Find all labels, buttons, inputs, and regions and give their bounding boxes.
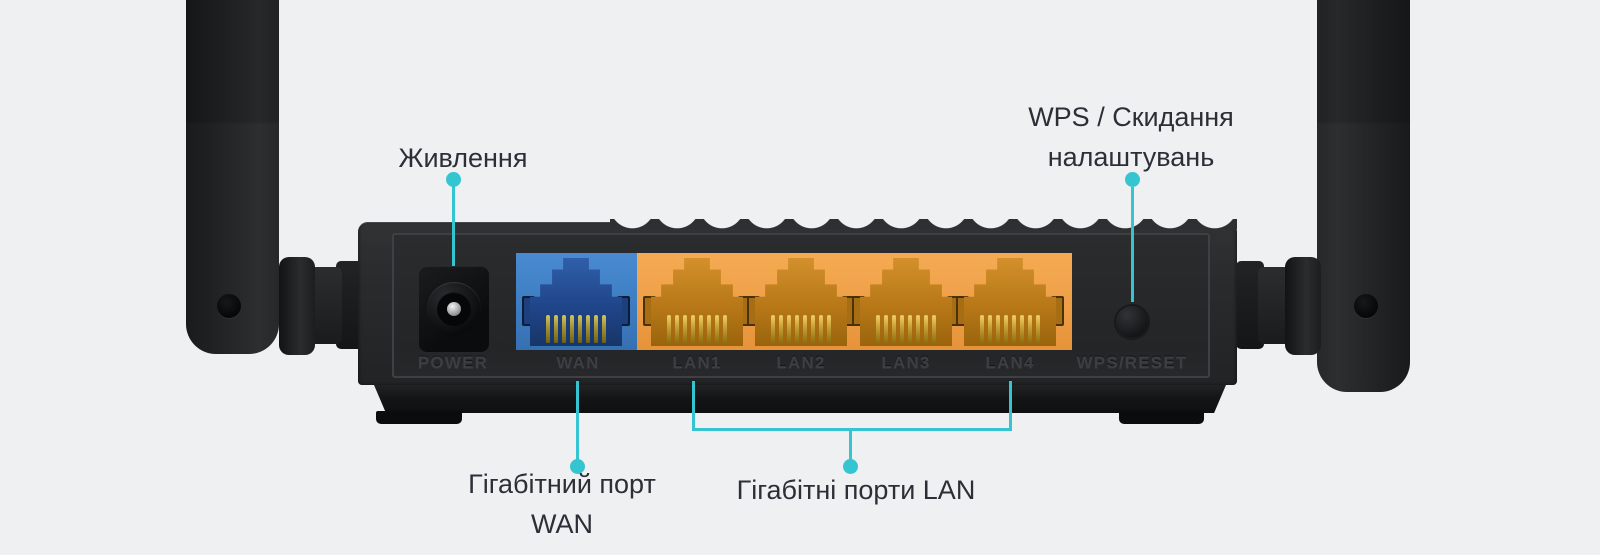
lan-callout-label: Гігабітні порти LAN xyxy=(736,475,976,505)
pin xyxy=(578,315,582,343)
pin xyxy=(546,315,550,343)
lan2-port-label: LAN2 xyxy=(776,353,826,372)
pin xyxy=(819,315,823,343)
wan-port-label: WAN xyxy=(556,353,600,372)
pin xyxy=(827,315,831,343)
rj45-pins xyxy=(771,315,831,343)
pin xyxy=(795,315,799,343)
pin xyxy=(1012,315,1016,343)
pin xyxy=(707,315,711,343)
pin xyxy=(683,315,687,343)
pin xyxy=(980,315,984,343)
rj45-pins xyxy=(546,315,606,343)
pin xyxy=(988,315,992,343)
wan-callout-line1: Гігабітний порт xyxy=(468,469,656,499)
wan-rj45 xyxy=(522,258,630,346)
pin xyxy=(811,315,815,343)
power-callout-line xyxy=(452,186,455,266)
antenna-screw-hole xyxy=(217,294,241,318)
pin xyxy=(715,315,719,343)
lan3-rj45 xyxy=(852,258,960,346)
pin xyxy=(675,315,679,343)
wps-callout-dot xyxy=(1125,172,1140,187)
pin xyxy=(723,315,727,343)
pin xyxy=(570,315,574,343)
wan-callout-line xyxy=(576,381,579,460)
rj45-pins xyxy=(980,315,1040,343)
lan4-port-label: LAN4 xyxy=(985,353,1035,372)
pin xyxy=(803,315,807,343)
pin xyxy=(771,315,775,343)
pin xyxy=(916,315,920,343)
pin xyxy=(602,315,606,343)
router-base xyxy=(374,385,1226,413)
lan-callout-dot xyxy=(843,459,858,474)
pin xyxy=(1004,315,1008,343)
wps-reset-button xyxy=(1116,306,1148,338)
right-foot xyxy=(1119,411,1204,424)
wps-callout-line2: налаштувань xyxy=(1047,142,1215,172)
lan4-rj45 xyxy=(956,258,1064,346)
pin xyxy=(586,315,590,343)
pin xyxy=(924,315,928,343)
lan-ports xyxy=(637,253,1072,350)
left-foot xyxy=(376,411,462,424)
wan-port xyxy=(516,253,637,350)
pin xyxy=(562,315,566,343)
lan1-rj45 xyxy=(643,258,751,346)
wps-callout-label: WPS / Скидання налаштувань xyxy=(981,97,1281,177)
wan-callout-label: Гігабітний порт WAN xyxy=(412,464,712,544)
pin xyxy=(554,315,558,343)
pin xyxy=(1028,315,1032,343)
pin xyxy=(932,315,936,343)
pin xyxy=(892,315,896,343)
wps-callout-line xyxy=(1131,187,1134,302)
left-antenna xyxy=(186,0,279,354)
rj45-pins xyxy=(667,315,727,343)
wps-callout-line1: WPS / Скидання xyxy=(1028,102,1234,132)
wps-port-label: WPS/RESET xyxy=(1076,353,1188,372)
lan-callout-line xyxy=(849,429,852,460)
power-jack-pin xyxy=(447,302,461,316)
rj45-pins xyxy=(876,315,936,343)
pin xyxy=(699,315,703,343)
pin xyxy=(594,315,598,343)
lan3-port-label: LAN3 xyxy=(881,353,931,372)
power-callout-dot xyxy=(446,172,461,187)
pin xyxy=(908,315,912,343)
pin xyxy=(876,315,880,343)
lan1-port-label: LAN1 xyxy=(672,353,722,372)
wan-callout-line2: WAN xyxy=(531,509,593,539)
pin xyxy=(884,315,888,343)
pin xyxy=(1036,315,1040,343)
pin xyxy=(1020,315,1024,343)
power-jack xyxy=(419,266,489,352)
power-port-label: POWER xyxy=(417,353,489,372)
pin xyxy=(900,315,904,343)
pin xyxy=(996,315,1000,343)
pin xyxy=(667,315,671,343)
pin xyxy=(691,315,695,343)
pin xyxy=(787,315,791,343)
right-antenna xyxy=(1317,0,1410,392)
antenna-screw-hole xyxy=(1354,294,1378,318)
lan-callout-bracket xyxy=(692,381,1012,431)
pin xyxy=(779,315,783,343)
scalloped-top-edge xyxy=(610,219,1237,229)
lan2-rj45 xyxy=(747,258,855,346)
power-callout-label: Живлення xyxy=(398,143,528,173)
wan-callout-dot xyxy=(570,459,585,474)
